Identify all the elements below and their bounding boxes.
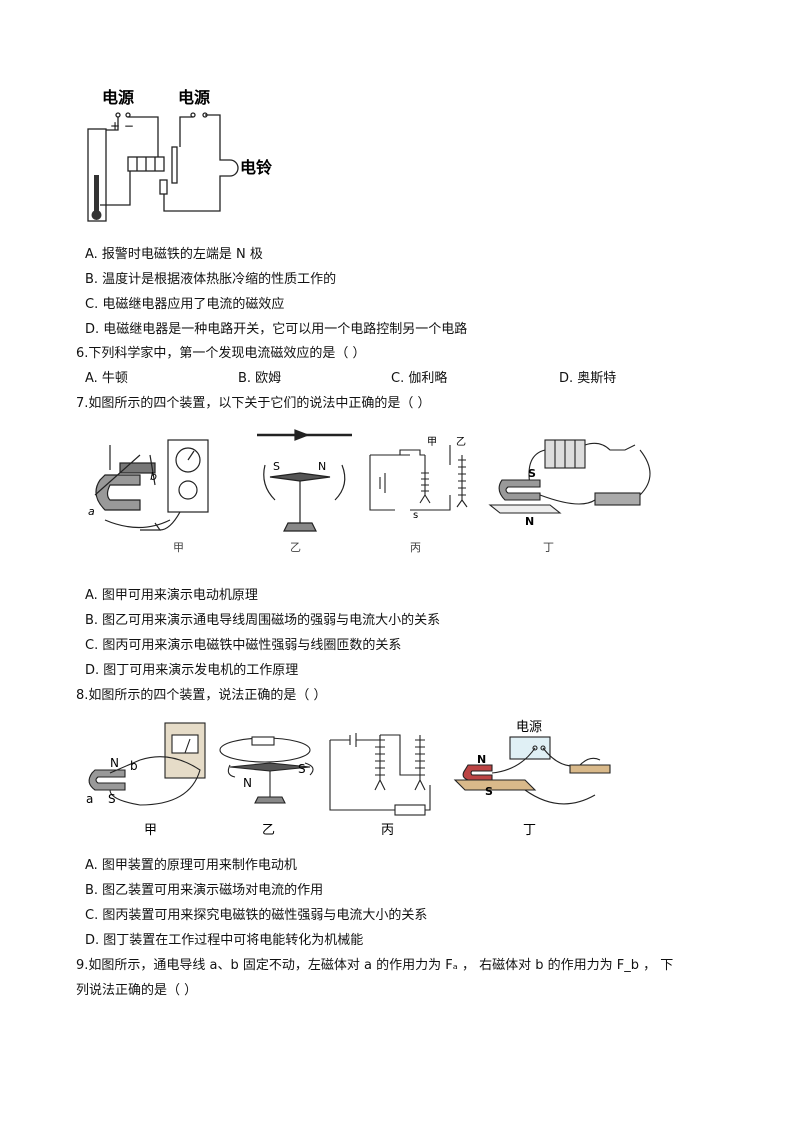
q7-fig-ding: [488, 439, 651, 514]
q8-fig-bing: [329, 733, 431, 816]
q7-option-b: B. 图乙可用来演示通电导线周围磁场的强弱与电流大小的关系: [85, 613, 441, 628]
q7-bing-jia: 甲: [427, 437, 437, 448]
q8-yi-S: S: [298, 762, 306, 776]
q8-ding-N: N: [477, 753, 486, 766]
q7-yi-S: S: [273, 460, 280, 473]
q7-option-c: C. 图丙可用来演示电磁铁中磁性强弱与线圈匝数的关系: [85, 638, 402, 653]
q7-jia-a: a: [88, 505, 95, 518]
q7-bing-yi: 乙: [456, 436, 466, 448]
q7-label-ding: 丁: [543, 541, 554, 554]
q8-stem: 8.如图所示的四个装置，说法正确的是（ ）: [76, 688, 327, 703]
q8-yi-N: N: [243, 776, 252, 790]
q8-jia-S: S: [108, 792, 116, 806]
q7-option-d: D. 图丁可用来演示发电机的工作原理: [85, 663, 299, 678]
q8-ding-power: 电源: [516, 720, 542, 735]
q7-label-yi: 乙: [290, 541, 301, 554]
q5-option-d: D. 电磁继电器是一种电路开关，它可以用一个电路控制另一个电路: [85, 322, 468, 337]
q7-fig-bing: [369, 445, 468, 511]
q7-fig-yi: [257, 429, 352, 532]
q7-ding-N: N: [525, 515, 534, 528]
q8-jia-N: N: [110, 756, 119, 770]
q7-label-bing: 丙: [410, 541, 421, 554]
q6-stem: 6.下列科学家中，第一个发现电流磁效应的是（ ）: [76, 346, 366, 361]
q8-option-b: B. 图乙装置可用来演示磁场对电流的作用: [85, 883, 324, 898]
q5-power-label-1: 电源: [102, 88, 134, 107]
q7-fig-jia: [94, 439, 209, 531]
q5-thermometer-bulb: [91, 210, 102, 220]
q9-stem-line1: 9.如图所示，通电导线 a、b 固定不动，左磁体对 a 的作用力为 Fₐ ， 右…: [76, 958, 674, 973]
q7-bing-s: s: [413, 510, 418, 521]
q8-fig-jia: [88, 722, 206, 806]
q5-thermometer-mercury: [94, 175, 99, 215]
q5-option-b: B. 温度计是根据液体热胀冷缩的性质工作的: [85, 272, 337, 287]
q6-option-d: D. 奥斯特: [559, 371, 617, 386]
q9-stem-line2: 列说法正确的是（ ）: [76, 983, 198, 998]
q5-option-a: A. 报警时电磁铁的左端是 N 极: [85, 247, 263, 262]
q7-jia-b: b: [150, 470, 157, 483]
q5-circuit-lines: [87, 112, 239, 222]
q7-yi-N: N: [318, 460, 326, 473]
q5-polarity: + −: [110, 119, 134, 133]
q6-option-b: B. 欧姆: [238, 371, 282, 386]
q5-bell-label: 电铃: [240, 158, 272, 177]
q8-label-yi: 乙: [262, 823, 275, 838]
q8-jia-b: b: [130, 759, 138, 773]
q8-option-d: D. 图丁装置在工作过程中可将电能转化为机械能: [85, 933, 364, 948]
q8-jia-a: a: [86, 792, 93, 806]
q5-option-c: C. 电磁继电器应用了电流的磁效应: [85, 297, 285, 312]
q8-option-c: C. 图丙装置可用来探究电磁铁的磁性强弱与电流大小的关系: [85, 908, 428, 923]
q7-figure: a b S N 甲 乙 s S N 甲 乙 丙 丁: [88, 429, 651, 554]
q8-ding-S: S: [485, 785, 493, 798]
q6-option-a: A. 牛顿: [85, 371, 128, 386]
q8-figure: N b a S N S 电源 N S 甲 乙 丙 丁: [86, 720, 611, 838]
q6-option-c: C. 伽利略: [391, 371, 448, 386]
q8-label-bing: 丙: [381, 823, 394, 838]
q5-relay-circuit-figure: 电源 电源 + − 电铃: [87, 88, 272, 222]
q5-power-label-2: 电源: [178, 88, 210, 107]
q7-ding-S: S: [528, 467, 536, 480]
q8-fig-ding: [453, 736, 611, 805]
q7-label-jia: 甲: [173, 541, 184, 554]
q8-label-ding: 丁: [523, 823, 536, 838]
q8-fig-yi: [219, 736, 314, 804]
q7-option-a: A. 图甲可用来演示电动机原理: [85, 588, 258, 603]
q7-stem: 7.如图所示的四个装置，以下关于它们的说法中正确的是（ ）: [76, 396, 431, 411]
q8-option-a: A. 图甲装置的原理可用来制作电动机: [85, 858, 297, 873]
q8-label-jia: 甲: [144, 823, 157, 838]
